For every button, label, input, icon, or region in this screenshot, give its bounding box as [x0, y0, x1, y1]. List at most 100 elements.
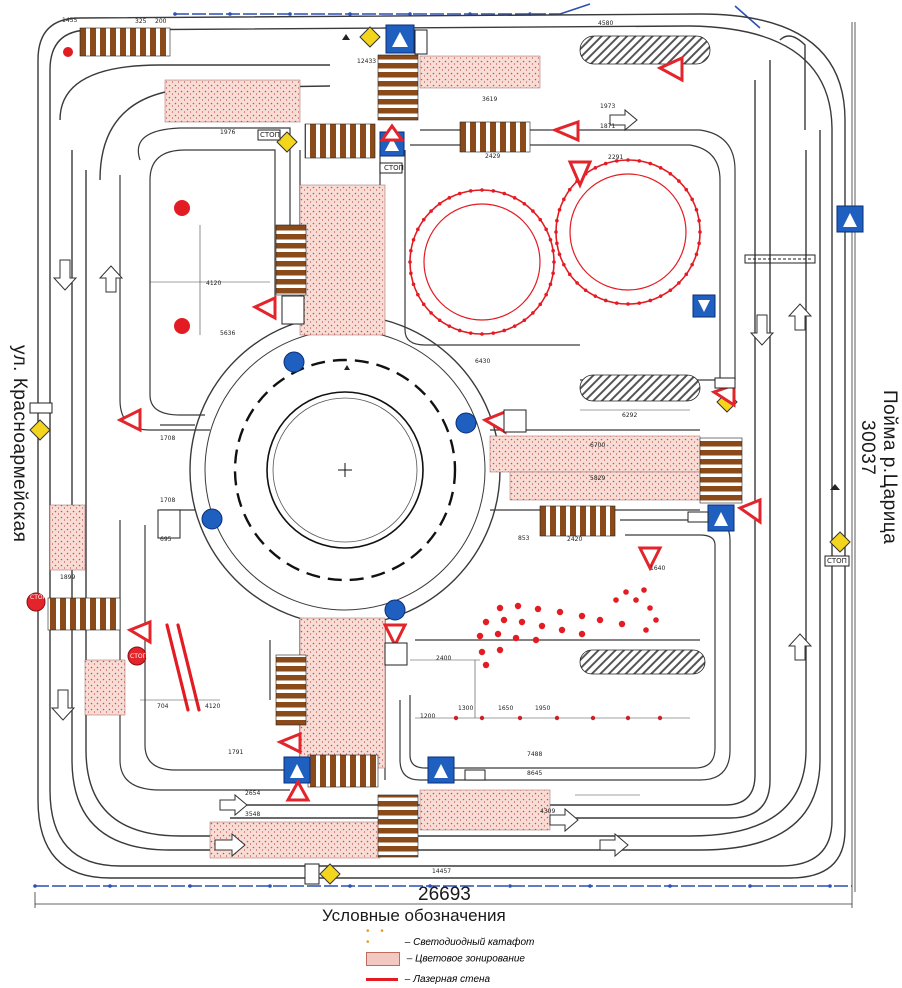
led-dot	[614, 301, 619, 305]
dim-label: 5636	[220, 330, 236, 337]
led-dot	[578, 612, 586, 620]
dim-label: 695	[160, 536, 172, 543]
outer-track	[37, 13, 846, 879]
led-dot	[643, 627, 649, 633]
legend-item-led: • • • – Светодиодный катафот	[366, 926, 535, 948]
led-dot	[522, 318, 527, 323]
round-blue-signs	[201, 351, 477, 621]
led-dot	[534, 605, 542, 613]
led-dot	[557, 252, 562, 257]
led-dot	[653, 617, 659, 623]
led-dot	[531, 209, 535, 213]
dim-label: 1650	[498, 705, 514, 712]
led-dot	[409, 271, 413, 276]
dim-label: 1976	[220, 129, 236, 136]
pedestrian-crossings	[47, 27, 743, 858]
dim-label: 8645	[527, 770, 543, 777]
led-dot	[502, 328, 507, 333]
stop-sign-text: СТОП	[130, 653, 148, 660]
led-dot	[562, 262, 566, 267]
dim-label: 2400	[436, 655, 452, 662]
led-dot	[480, 188, 484, 192]
led-dot	[567, 187, 572, 192]
dim-label: 14457	[432, 868, 452, 875]
led-dot	[613, 597, 619, 603]
led-dot	[677, 179, 681, 183]
dim-label: 1455	[62, 17, 78, 24]
street-number-right: 30037	[857, 420, 878, 476]
led-dot	[684, 272, 689, 277]
legend-title: Условные обозначения	[322, 906, 506, 925]
led-dot	[658, 166, 663, 170]
led-dot	[496, 646, 504, 654]
led-dot	[694, 252, 699, 257]
led-dot	[690, 197, 694, 202]
led-dot	[457, 328, 462, 333]
laser-wall	[165, 623, 201, 712]
led-dot	[697, 218, 701, 223]
dim-label: 1871	[600, 123, 616, 130]
led-dot	[502, 191, 507, 196]
traffic-lights	[63, 47, 190, 334]
led-dot	[555, 218, 559, 223]
led-dot	[583, 288, 588, 293]
led-dot	[697, 241, 701, 246]
led-dots-icon: • • •	[366, 926, 388, 948]
led-dot	[482, 661, 490, 669]
led-dot	[478, 648, 486, 656]
led-dot	[468, 189, 473, 193]
led-dot	[623, 589, 629, 595]
led-dot	[648, 298, 653, 303]
led-dot	[557, 207, 562, 212]
led-dot	[532, 636, 540, 644]
dim-label: 1950	[535, 705, 551, 712]
led-dot	[491, 331, 496, 335]
led-dot	[522, 201, 527, 206]
led-dot	[476, 632, 484, 640]
led-dot	[578, 630, 586, 638]
led-dot	[694, 207, 699, 212]
led-dot	[633, 597, 639, 603]
led-dot	[641, 587, 647, 593]
led-dot	[552, 260, 556, 264]
dim-label: 704	[157, 703, 169, 710]
led-dot	[558, 626, 566, 634]
warning-triangles	[116, 55, 762, 802]
led-dot	[512, 634, 520, 642]
legend-item-zoning: – Цветовое зонирование	[366, 952, 525, 966]
dim-label: 4120	[206, 280, 222, 287]
overall-dimension	[34, 22, 856, 908]
dim-label: 1300	[458, 705, 474, 712]
led-dot	[618, 620, 626, 628]
led-dot	[538, 217, 543, 222]
led-dot	[411, 237, 416, 242]
led-dot	[668, 171, 673, 176]
dim-label: 2420	[567, 536, 583, 543]
street-name-right: Пойма р.Царица	[879, 390, 900, 545]
led-dot	[575, 281, 579, 285]
led-dot	[480, 332, 484, 336]
led-dot	[514, 602, 522, 610]
street-name-left: ул. Красноармейская	[9, 345, 30, 543]
color-zoning-icon	[366, 952, 400, 966]
dim-label: 1640	[650, 565, 666, 572]
led-dot	[429, 311, 433, 315]
led-dot	[548, 282, 553, 287]
led-dot	[626, 302, 630, 306]
led-dot	[482, 618, 490, 626]
stop-signs	[26, 592, 147, 666]
led-dot	[647, 605, 653, 611]
led-dots	[408, 158, 702, 721]
speed-bump	[744, 254, 816, 264]
led-dot	[447, 324, 452, 328]
led-dot	[496, 604, 504, 612]
dim-label: 4309	[540, 808, 556, 815]
dim-label: 1200	[420, 713, 436, 720]
dim-label: 1791	[228, 749, 244, 756]
led-dot	[494, 630, 502, 638]
led-dot	[421, 217, 426, 222]
led-dot	[500, 616, 508, 624]
led-dot	[668, 288, 673, 293]
dim-label: 6700	[590, 442, 606, 449]
